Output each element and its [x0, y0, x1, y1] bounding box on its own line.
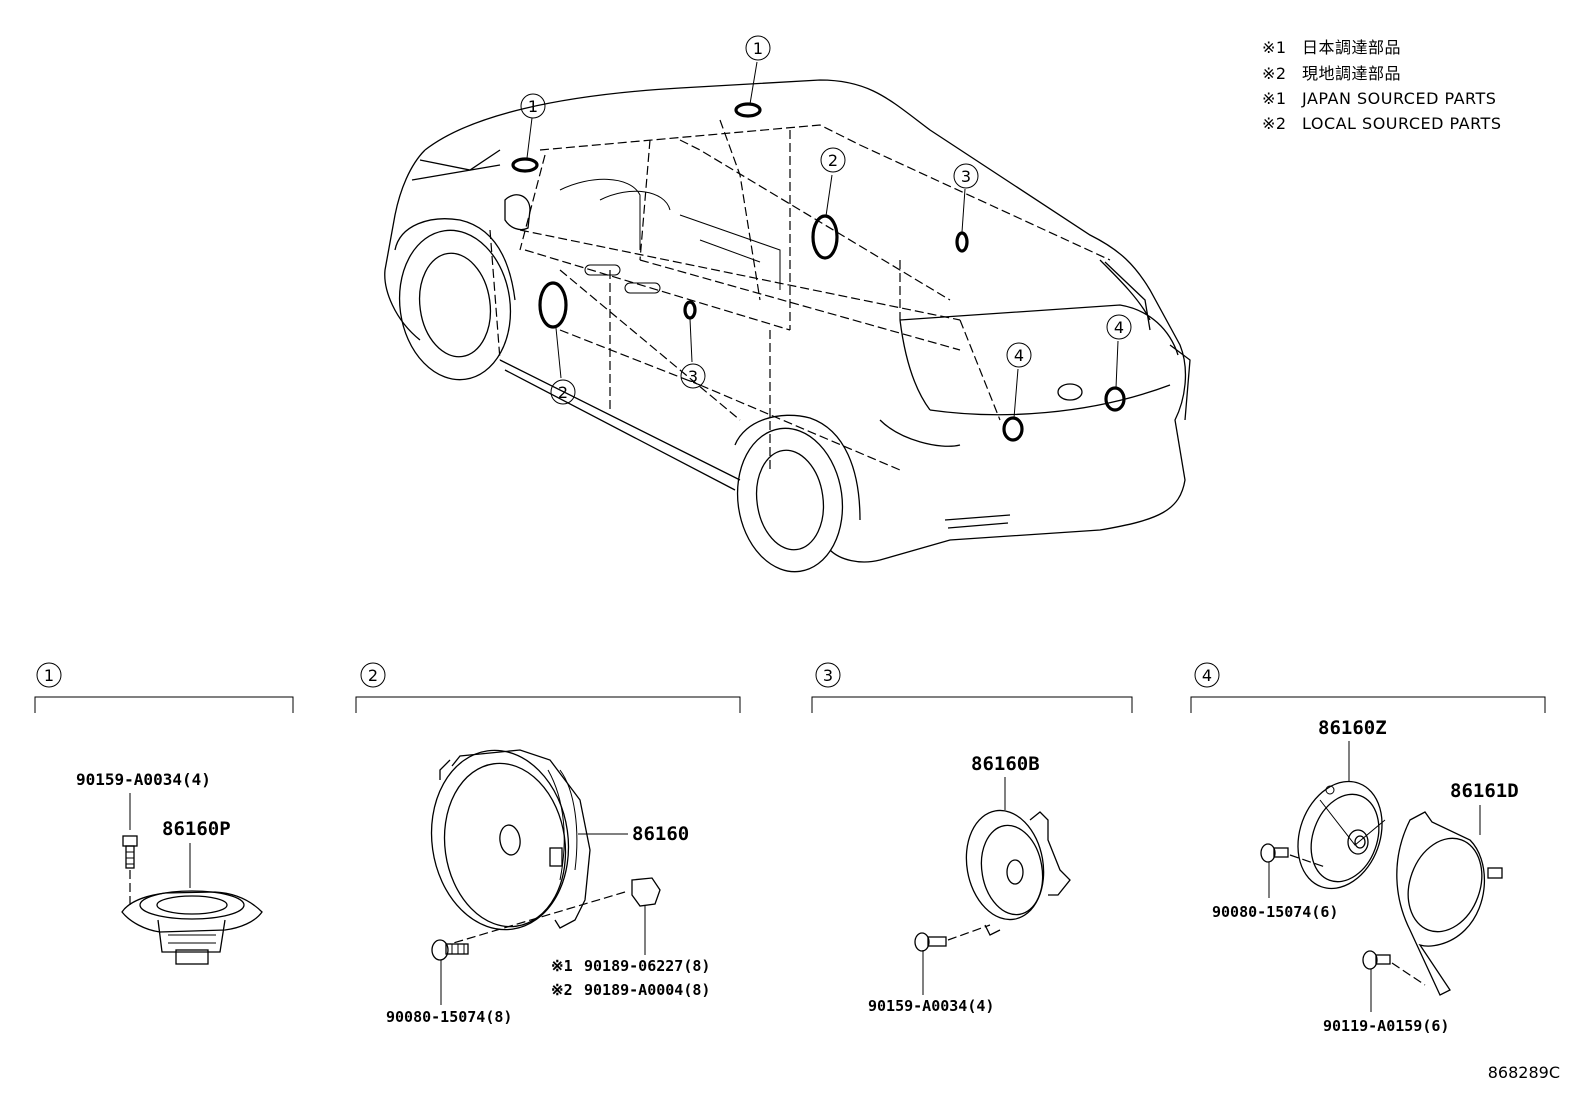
vehicle-callout-4a: 4 [1006, 342, 1032, 368]
speaker-ring-1a [511, 157, 539, 173]
part-label-86160b: 86160B [971, 753, 1040, 775]
woofer-86160-icon [430, 749, 591, 931]
svg-text:3: 3 [688, 367, 698, 386]
part-label-90159-a0034: 90159-A0034(4) [76, 770, 211, 789]
tweeter-86160p-icon [121, 890, 263, 965]
svg-text:4: 4 [1014, 346, 1024, 365]
legend-text-japan-en: JAPAN SOURCED PARTS [1301, 89, 1496, 108]
screw-icon [122, 835, 138, 905]
part-label-86160: 86160 [632, 823, 689, 845]
legend-mark-2: ※2 [1262, 64, 1287, 83]
vehicle-illustration: 1 1 2 2 3 3 4 4 [384, 35, 1191, 573]
section-number-1: 1 [44, 666, 54, 685]
legend-text-local-jp: 現地調達部品 [1302, 64, 1401, 83]
legend-text-japan-jp: 日本調達部品 [1302, 38, 1401, 57]
speaker-86160b-icon [965, 809, 1071, 936]
legend-text-local-en: LOCAL SOURCED PARTS [1302, 114, 1501, 133]
vehicle-callout-1a: 1 [520, 93, 546, 119]
screw-icon-4a [1260, 843, 1326, 898]
vehicle-callout-2a: 2 [820, 147, 846, 173]
bolt-icon [431, 939, 469, 1005]
vehicle-callout-3b: 3 [680, 363, 706, 389]
clip-icon [449, 877, 661, 955]
svg-text:2: 2 [558, 383, 568, 402]
section-number-3: 3 [823, 666, 833, 685]
part-label-86161d: 86161D [1450, 780, 1519, 802]
speaker-ring-2b [538, 281, 568, 329]
section-number-2: 2 [368, 666, 378, 685]
legend-mark-4: ※2 [1262, 114, 1287, 133]
bracket-86161d-icon [1396, 811, 1503, 996]
vehicle-callout-1b: 1 [745, 35, 771, 61]
part-label-90119-a0159: 90119-A0159(6) [1323, 1017, 1449, 1035]
diagram-code: 868289C [1488, 1063, 1560, 1082]
svg-text:1: 1 [753, 39, 763, 58]
speaker-ring-3b [683, 300, 697, 320]
part-mark-japan: ※1 [551, 957, 573, 975]
screw-icon-4b [1362, 950, 1426, 1012]
part-label-90159-a0034-3: 90159-A0034(4) [868, 997, 994, 1015]
section-4: 4 86160Z 86161D 90080-15074(6) 90119-A01… [1190, 662, 1546, 1035]
svg-text:4: 4 [1114, 318, 1124, 337]
part-label-90080-15074-8: 90080-15074(8) [386, 1008, 512, 1026]
screw-icon-3 [914, 924, 991, 995]
speaker-ring-4b [1104, 386, 1126, 412]
speaker-86160z-icon [1297, 780, 1386, 890]
section-1: 1 90159-A0034(4) 86160P [34, 662, 294, 965]
legend-mark-3: ※1 [1262, 89, 1287, 108]
vehicle-callout-2b: 2 [550, 379, 576, 405]
svg-text:3: 3 [961, 167, 971, 186]
legend: ※1 日本調達部品 ※2 現地調達部品 ※1 JAPAN SOURCED PAR… [1262, 38, 1501, 133]
speaker-ring-3a [955, 231, 969, 253]
section-2: 2 86160 ※1 90189-06227(8) ※2 90189-A0004… [355, 662, 741, 1026]
svg-text:2: 2 [828, 151, 838, 170]
part-label-86160p: 86160P [162, 818, 231, 840]
vehicle-callout-4b: 4 [1106, 314, 1132, 340]
part-label-90189-06227: 90189-06227(8) [584, 957, 710, 975]
section-3: 3 86160B 90159-A0034(4) [811, 662, 1133, 1015]
speaker-ring-4a [1002, 416, 1024, 442]
part-mark-local: ※2 [551, 981, 573, 999]
speaker-ring-2a [811, 214, 839, 260]
section-number-4: 4 [1202, 666, 1212, 685]
part-label-90080-15074-6: 90080-15074(6) [1212, 903, 1338, 921]
vehicle-callout-3a: 3 [953, 163, 979, 189]
speaker-ring-1b [734, 102, 762, 118]
svg-text:1: 1 [528, 97, 538, 116]
part-label-86160z: 86160Z [1318, 717, 1387, 739]
part-label-90189-a0004: 90189-A0004(8) [584, 981, 710, 999]
legend-mark-1: ※1 [1262, 38, 1287, 57]
